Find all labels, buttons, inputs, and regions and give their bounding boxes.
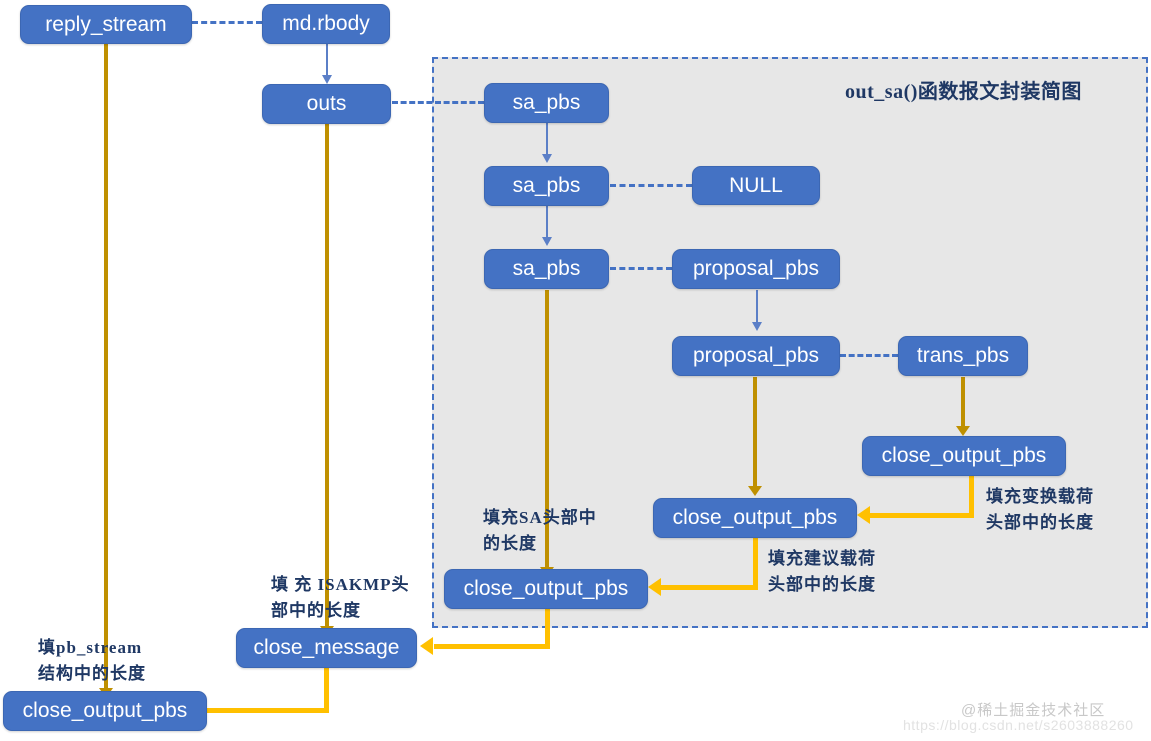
elbow-sa-to-close-message-arrowhead xyxy=(420,637,433,655)
node-null[interactable]: NULL xyxy=(692,166,820,205)
arrow-proposal-pbs-to-close-output-pbs xyxy=(748,377,762,496)
arrow-md-rbody-to-outs xyxy=(322,44,332,84)
arrow-reply-stream-to-close-output-pbs xyxy=(99,42,113,698)
node-outs[interactable]: outs xyxy=(262,84,391,124)
link-reply-stream-to-md-rbody xyxy=(192,21,262,24)
arrow-trans-pbs-to-close-output-pbs xyxy=(956,377,970,436)
node-sa-pbs-3[interactable]: sa_pbs xyxy=(484,249,609,289)
note-fill-sa-header: 填充SA头部中 的长度 xyxy=(483,508,597,553)
elbow-proposal-to-sa-vertical xyxy=(753,538,758,588)
watermark-handle: @稀土掘金技术社区 xyxy=(961,702,1106,719)
link-proposal-pbs-2-to-trans-pbs xyxy=(840,354,898,357)
node-md-rbody[interactable]: md.rbody xyxy=(262,4,390,44)
node-close-output-pbs-stream[interactable]: close_output_pbs xyxy=(3,691,207,731)
node-sa-pbs-1[interactable]: sa_pbs xyxy=(484,83,609,123)
elbow-proposal-to-sa-horizontal xyxy=(661,585,758,590)
watermark-url: https://blog.csdn.net/s2603888260 xyxy=(903,717,1134,733)
note-fill-proposal-payload: 填充建议载荷 头部中的长度 xyxy=(768,549,876,594)
arrow-proposal-pbs-1-to-2 xyxy=(752,290,762,331)
node-close-output-pbs-sa[interactable]: close_output_pbs xyxy=(444,569,648,609)
node-close-message[interactable]: close_message xyxy=(236,628,417,668)
node-close-output-pbs-trans[interactable]: close_output_pbs xyxy=(862,436,1066,476)
note-fill-trans-payload: 填充变换载荷 头部中的长度 xyxy=(986,487,1094,532)
arrow-sa-pbs-1-to-2 xyxy=(542,123,552,163)
link-outs-to-sa-pbs xyxy=(392,101,484,104)
elbow-sa-to-close-message-horizontal xyxy=(434,644,550,649)
elbow-close-message-to-stream-vertical xyxy=(324,668,329,710)
arrow-sa-pbs-2-to-3 xyxy=(542,206,552,246)
note-fill-isakmp-header: 填 充 ISAKMP头 部中的长度 xyxy=(271,575,410,620)
elbow-trans-to-proposal-vertical xyxy=(969,473,974,518)
link-sa-pbs-2-to-null xyxy=(610,184,692,187)
arrow-outs-to-close-message xyxy=(320,124,334,636)
note-fill-pb-stream: 填pb_stream 结构中的长度 xyxy=(38,638,146,683)
elbow-proposal-to-sa-arrowhead xyxy=(648,578,661,596)
elbow-trans-to-proposal-horizontal xyxy=(870,513,974,518)
elbow-trans-to-proposal-arrowhead xyxy=(857,506,870,524)
node-reply-stream[interactable]: reply_stream xyxy=(20,5,192,44)
node-proposal-pbs-1[interactable]: proposal_pbs xyxy=(672,249,840,289)
panel-title: out_sa()函数报文封装简图 xyxy=(845,81,1082,103)
node-trans-pbs[interactable]: trans_pbs xyxy=(898,336,1028,376)
link-sa-pbs-3-to-proposal-pbs xyxy=(610,267,672,270)
node-sa-pbs-2[interactable]: sa_pbs xyxy=(484,166,609,206)
node-close-output-pbs-proposal[interactable]: close_output_pbs xyxy=(653,498,857,538)
elbow-sa-to-close-message-vertical xyxy=(545,609,550,644)
elbow-close-message-to-stream-horizontal xyxy=(198,708,329,713)
node-proposal-pbs-2[interactable]: proposal_pbs xyxy=(672,336,840,376)
